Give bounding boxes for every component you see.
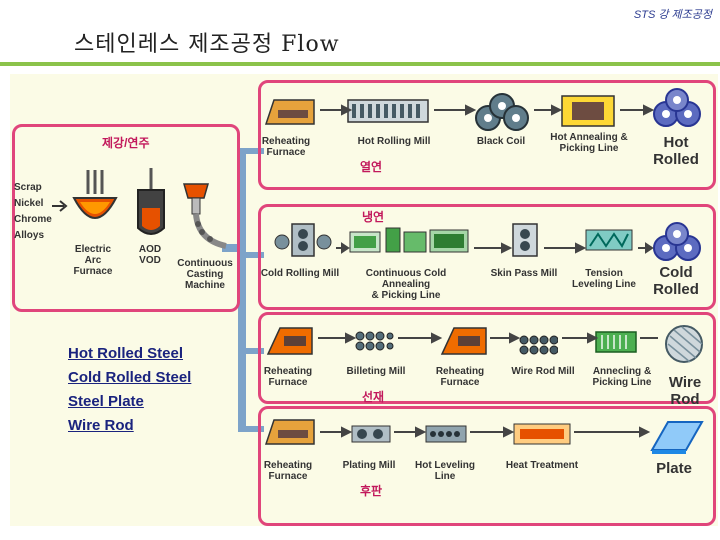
- steelmaking-box: [12, 124, 240, 312]
- legend-item: Cold Rolled Steel: [68, 369, 192, 386]
- wire-rod-line-box: [258, 312, 716, 404]
- aod-vod-icon: [137, 168, 165, 235]
- legend-item: Steel Plate: [68, 393, 144, 410]
- product-label: Plate: [656, 460, 692, 477]
- steelmaking-label: 제강/연주: [102, 136, 150, 150]
- reheating-furnace-icon: [266, 327, 313, 355]
- hot-rolling-line-box: [258, 80, 716, 190]
- skin-pass-mill-icon: [512, 223, 538, 257]
- input-list: Scrap Nickel Chrome Alloys: [14, 180, 52, 244]
- connector-vertical: [238, 148, 246, 428]
- cold-rolling-line-box: [258, 204, 716, 310]
- step-label: Skin Pass Mill: [490, 268, 558, 279]
- step-label: AOD VOD: [138, 244, 162, 266]
- cold-rolling-mill-icon: [274, 223, 332, 257]
- hot-leveling-icon: [425, 425, 467, 443]
- step-label: Hot Rolling Mill: [357, 136, 431, 147]
- step-label: Tension Leveling Line: [572, 268, 636, 290]
- heat-treatment-icon: [513, 423, 571, 445]
- step-label: Electric Arc Furnace: [73, 244, 113, 277]
- wire-rod-mill-icon: [519, 335, 558, 355]
- step-label: Annecling & Picking Line: [592, 366, 652, 388]
- diagram-panel: [10, 74, 718, 526]
- step-label: Reheating Furnace: [263, 366, 313, 388]
- step-label: Continuous Casting Machine: [177, 258, 233, 291]
- cold-annealing-line-icon: [349, 227, 469, 253]
- step-label: Reheating Furnace: [261, 136, 311, 158]
- step-label: Heat Treatment: [505, 460, 579, 471]
- step-label: Hot Leveling Line: [414, 460, 475, 482]
- step-label: Billeting Mill: [346, 366, 406, 377]
- legend-item: Hot Rolled Steel: [68, 345, 184, 362]
- legend: Hot Rolled Steel Cold Rolled Steel Steel…: [68, 342, 191, 438]
- plating-mill-icon: [351, 425, 391, 443]
- arrow-icon: [52, 200, 68, 212]
- title-underline: [0, 62, 720, 66]
- input-label: Chrome: [14, 214, 52, 225]
- continuous-casting-icon: [183, 183, 227, 249]
- step-label: Plating Mill: [342, 460, 396, 471]
- connector-main: [222, 244, 246, 252]
- connector-line-2: [238, 252, 264, 258]
- tension-leveling-icon: [585, 229, 633, 251]
- line-label: 선재: [362, 390, 385, 404]
- connector-line-1: [238, 148, 264, 154]
- reheating-furnace-icon: [440, 327, 487, 355]
- step-label: Reheating Furnace: [263, 460, 313, 482]
- product-label: Hot Rolled: [653, 134, 699, 168]
- flow-arrows: [318, 104, 658, 438]
- input-label: Scrap: [14, 182, 42, 193]
- annealing-line-icon: [595, 331, 637, 353]
- corner-title: STS 강 제조공정: [633, 9, 712, 21]
- billeting-mill-icon: [355, 331, 394, 351]
- input-label: Alloys: [14, 230, 45, 241]
- page-title: 스테인레스 제조공정 Flow: [74, 32, 340, 57]
- connector-line-4: [238, 426, 264, 432]
- step-label: Cold Rolling Mill: [260, 268, 340, 279]
- line-label: 냉연: [362, 210, 385, 224]
- steel-plate-icon: [650, 421, 704, 454]
- step-label: Continuous Cold Annealing & Picking Line: [365, 268, 447, 301]
- step-label: Hot Annealing & Picking Line: [550, 132, 628, 154]
- reheating-furnace-icon: [264, 99, 315, 125]
- product-label: Cold Rolled: [653, 264, 699, 298]
- hot-annealing-line-icon: [561, 95, 615, 127]
- step-label: Black Coil: [476, 136, 526, 147]
- plate-line-box: [258, 406, 716, 526]
- input-label: Nickel: [14, 198, 44, 209]
- line-label: 열연: [360, 160, 383, 174]
- product-label: Wire Rod: [668, 374, 702, 408]
- reheating-furnace-icon: [264, 419, 315, 445]
- step-label: Reheating Furnace: [435, 366, 485, 388]
- hot-rolled-coil-icon: [653, 88, 701, 127]
- cold-rolled-coil-icon: [653, 222, 701, 261]
- black-coil-icon: [475, 93, 529, 131]
- line-label: 후판: [360, 484, 383, 498]
- legend-item: Wire Rod: [68, 417, 134, 434]
- connector-line-3: [238, 348, 264, 354]
- wire-rod-coil-icon: [665, 325, 703, 363]
- electric-arc-furnace-icon: [72, 170, 118, 219]
- step-label: Wire Rod Mill: [511, 366, 575, 377]
